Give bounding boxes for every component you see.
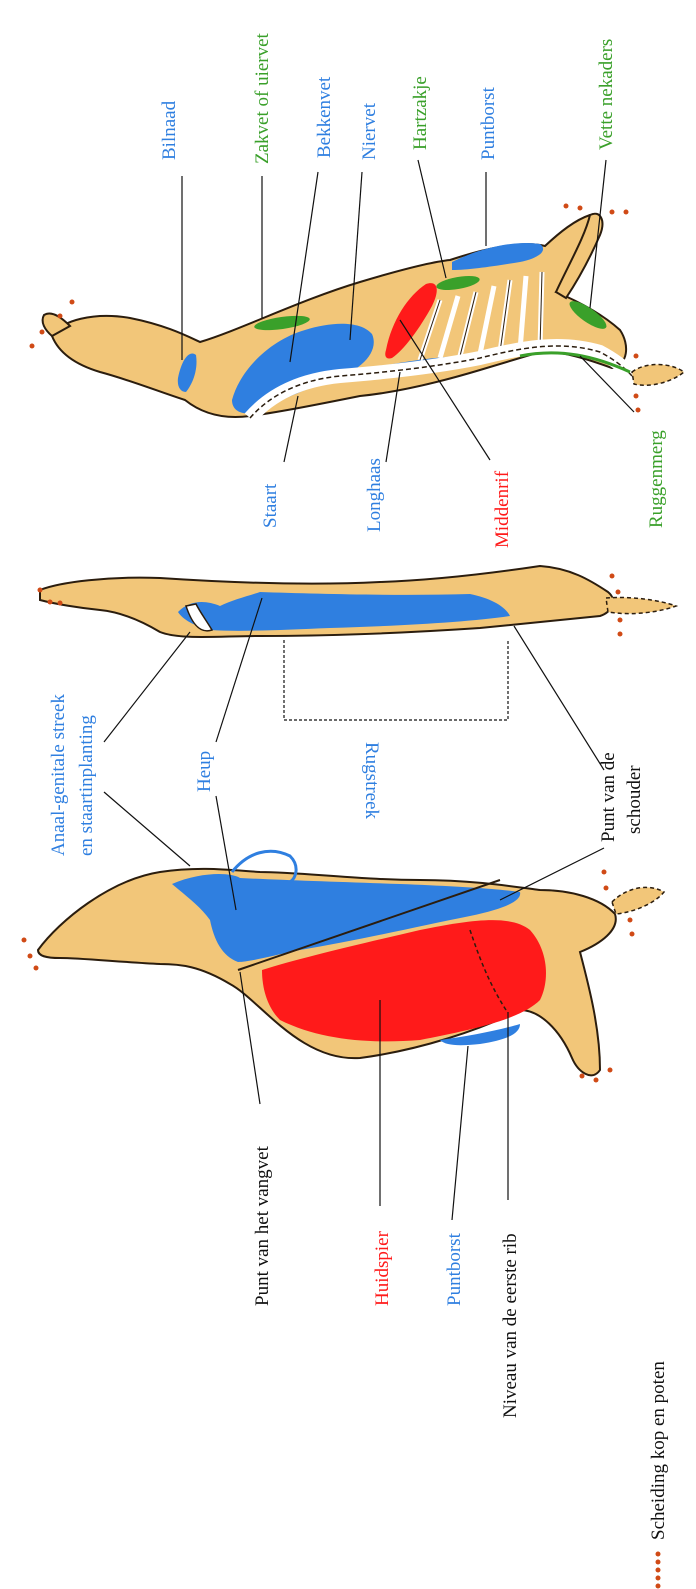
dot	[610, 574, 615, 579]
dot	[38, 588, 43, 593]
neck-stump-outer	[612, 887, 664, 914]
leader-hartzakje	[418, 160, 446, 278]
label-puntborst-bottom: Puntborst	[444, 1232, 465, 1306]
dot	[22, 938, 27, 943]
label-niveau-rib: Niveau van de eerste rib	[500, 1233, 521, 1418]
label-rugstreek: Rugstreek	[361, 742, 382, 820]
dot	[580, 1074, 585, 1079]
label-ruggenmerg: Ruggenmerg	[646, 430, 667, 528]
dot	[618, 632, 623, 637]
label-bekkenvet: Bekkenvet	[314, 76, 335, 158]
label-vette-nekaders: Vette nekaders	[596, 39, 617, 150]
dot	[624, 210, 629, 215]
label-punt-schouder-line2: schouder	[624, 765, 645, 834]
dot	[578, 206, 583, 211]
label-bilnaad: Bilnaad	[159, 100, 180, 160]
dot	[564, 204, 569, 209]
dot	[618, 618, 623, 623]
label-heup: Heup	[194, 751, 215, 792]
label-zakvet: Zakvet of uiervet	[252, 32, 273, 164]
label-anaal-line2: en staartinplanting	[76, 715, 97, 856]
dot	[40, 330, 45, 335]
carcass-outer-view	[22, 851, 665, 1082]
leader-puntborst-bottom	[452, 1046, 468, 1220]
dot	[656, 1584, 661, 1589]
label-middenrif: Middenrif	[492, 470, 513, 548]
label-huidspier: Huidspier	[372, 1230, 393, 1306]
dot	[58, 314, 63, 319]
dot	[634, 354, 639, 359]
label-longhaas: Longhaas	[364, 458, 385, 532]
label-puntborst-top: Puntborst	[478, 86, 499, 160]
neck-stump	[632, 365, 684, 386]
dot	[604, 886, 609, 891]
dot	[636, 408, 641, 413]
rugstreek-bracket	[284, 640, 508, 720]
label-staart: Staart	[260, 483, 281, 528]
dot	[48, 600, 53, 605]
dot	[602, 870, 607, 875]
dot	[656, 1552, 661, 1557]
dot	[616, 590, 621, 595]
carcass-inner-view	[30, 204, 685, 419]
neck-stump-back	[606, 597, 676, 613]
dot	[28, 954, 33, 959]
dot	[30, 344, 35, 349]
leader-anaal-a	[104, 632, 190, 742]
dot	[608, 1068, 613, 1073]
dot	[630, 932, 635, 937]
label-punt-schouder-line1: Punt van de	[598, 752, 619, 842]
dot	[70, 300, 75, 305]
label-punt-vangvet: Punt van het vangvet	[252, 1145, 273, 1306]
label-scheiding: Scheiding kop en poten	[648, 1361, 669, 1540]
carcass-back-view	[38, 566, 677, 720]
dot	[34, 966, 39, 971]
label-niervet: Niervet	[359, 102, 380, 160]
dot	[594, 1078, 599, 1083]
label-hartzakje: Hartzakje	[410, 76, 431, 150]
label-anaal-line1: Anaal-genitale streek	[48, 694, 69, 856]
legend: Scheiding kop en poten	[648, 1361, 669, 1589]
leader-schouder-a	[514, 626, 604, 770]
leader-anaal-b	[104, 792, 190, 866]
dot	[58, 601, 63, 606]
dot	[610, 210, 615, 215]
dot	[656, 1576, 661, 1581]
dot	[656, 1560, 661, 1565]
dot	[656, 1568, 661, 1573]
dot	[628, 918, 633, 923]
dot	[634, 394, 639, 399]
legend-dots	[656, 1552, 661, 1589]
